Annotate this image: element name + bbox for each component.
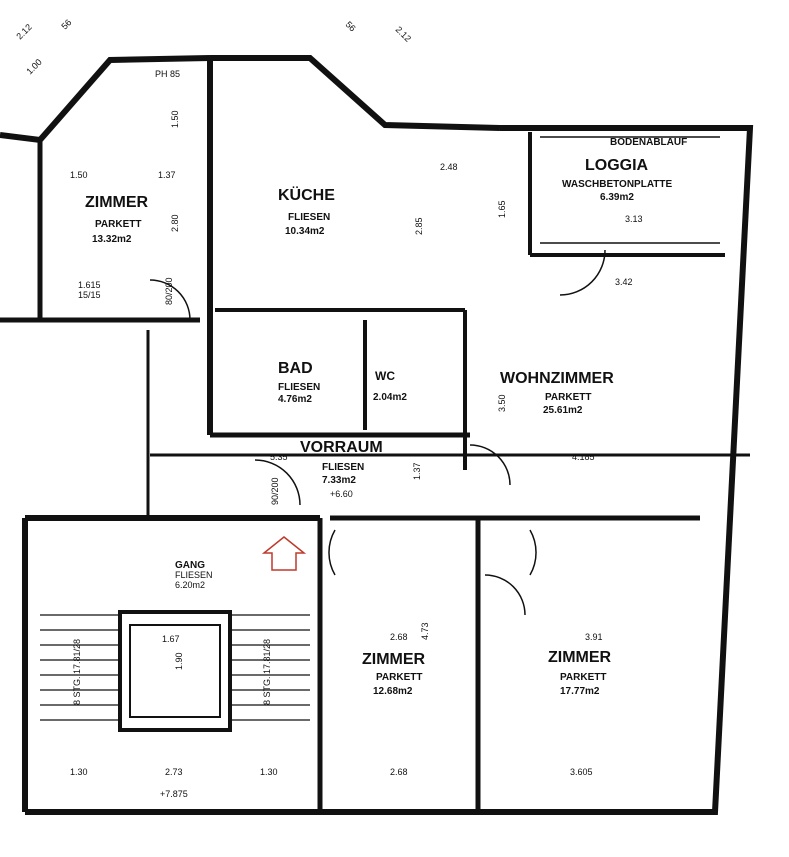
dim-100: 1.00 [24, 57, 43, 76]
stairs-right-label: 8 STG. 17.81/28 [262, 639, 272, 705]
dim-391: 3.91 [585, 632, 603, 642]
room-vorraum-area: 7.33m2 [322, 475, 356, 486]
room-zimmer-center-area: 12.68m2 [373, 686, 413, 697]
room-zimmer-center-floor: PARKETT [376, 672, 422, 683]
room-bad-name: BAD [278, 360, 313, 377]
dim-137b: 1.37 [412, 462, 422, 480]
room-loggia-floor: WASCHBETONPLATTE [562, 179, 673, 190]
window-label-ph85: PH 85 [155, 69, 180, 79]
dim-212-left: 2.12 [14, 22, 33, 41]
dim-280: 2.80 [170, 214, 180, 232]
stairs [40, 614, 310, 721]
dim-535: 5.35 [270, 452, 288, 462]
dim-350: 3.50 [497, 394, 507, 412]
dim-150b: 1.50 [170, 110, 180, 128]
dim-4185: 4.185 [572, 452, 595, 462]
room-loggia-name: LOGGIA [585, 157, 649, 174]
dim-137: 1.37 [158, 170, 176, 180]
dim-313: 3.13 [625, 214, 643, 224]
room-zimmer-center-name: ZIMMER [362, 651, 426, 668]
room-wohnzimmer-floor: PARKETT [545, 392, 591, 403]
dim-3605: 3.605 [570, 767, 593, 777]
dim-248: 2.48 [440, 162, 458, 172]
room-zimmer-nw-area: 13.32m2 [92, 234, 132, 245]
dim-342: 3.42 [615, 277, 633, 287]
room-zimmer-nw-name: ZIMMER [85, 194, 149, 211]
dim-130-left: 1.30 [70, 767, 88, 777]
dim-165: 1.65 [497, 200, 507, 218]
dim-212-right: 2.12 [394, 24, 413, 43]
entrance-arrow-icon [261, 536, 307, 571]
walls [0, 55, 754, 815]
dim-190: 1.90 [174, 652, 184, 670]
dim-1555: 15/15 [78, 290, 101, 300]
room-gang-name: GANG [175, 560, 205, 571]
dim-273: 2.73 [165, 767, 183, 777]
room-zimmer-nw-floor: PARKETT [95, 219, 141, 230]
dim-285: 2.85 [414, 217, 424, 235]
room-zimmer-se-area: 17.77m2 [560, 686, 600, 697]
room-wc-area: 2.04m2 [373, 392, 407, 403]
dim-150a: 1.50 [70, 170, 88, 180]
room-vorraum-floor: FLIESEN [322, 462, 364, 473]
room-bad-floor: FLIESEN [278, 382, 320, 393]
dim-130-right: 1.30 [260, 767, 278, 777]
vorraum-level: +6.60 [330, 489, 353, 499]
dim-167: 1.67 [162, 634, 180, 644]
room-kueche-floor: FLIESEN [288, 212, 330, 223]
room-wc-name: WC [375, 369, 395, 383]
dim-268a: 2.68 [390, 632, 408, 642]
room-loggia-area: 6.39m2 [600, 192, 634, 203]
dim-1615: 1.615 [78, 280, 101, 290]
room-bad-area: 4.76m2 [278, 394, 312, 405]
dim-268b: 2.68 [390, 767, 408, 777]
room-zimmer-se-name: ZIMMER [548, 649, 612, 666]
room-wohnzimmer-name: WOHNZIMMER [500, 370, 614, 387]
doors [149, 249, 606, 616]
dim-56-right: 56 [344, 19, 358, 33]
room-vorraum-name: VORRAUM [300, 439, 383, 456]
stairs-left-label: 8 STG. 17.81/28 [72, 639, 82, 705]
room-kueche-area: 10.34m2 [285, 226, 325, 237]
room-kueche-name: KÜCHE [278, 185, 335, 204]
room-wohnzimmer-area: 25.61m2 [543, 405, 583, 416]
dim-7875: +7.875 [160, 789, 188, 799]
room-gang-floor: FLIESEN [175, 570, 213, 580]
dim-door-90-200: 90/200 [270, 477, 280, 505]
loggia-note: BODENABLAUF [610, 137, 687, 148]
dim-56-left: 56 [59, 17, 73, 31]
dim-473: 4.73 [420, 622, 430, 640]
dim-door-80-200: 80/200 [164, 277, 174, 305]
room-labels: ZIMMER PARKETT 13.32m2 KÜCHE FLIESEN 10.… [85, 137, 687, 697]
dimension-labels: 2.12 2.12 1.00 56 56 1.50 1.50 1.37 2.80… [14, 17, 642, 799]
room-zimmer-se-floor: PARKETT [560, 672, 606, 683]
room-gang-area: 6.20m2 [175, 580, 205, 590]
